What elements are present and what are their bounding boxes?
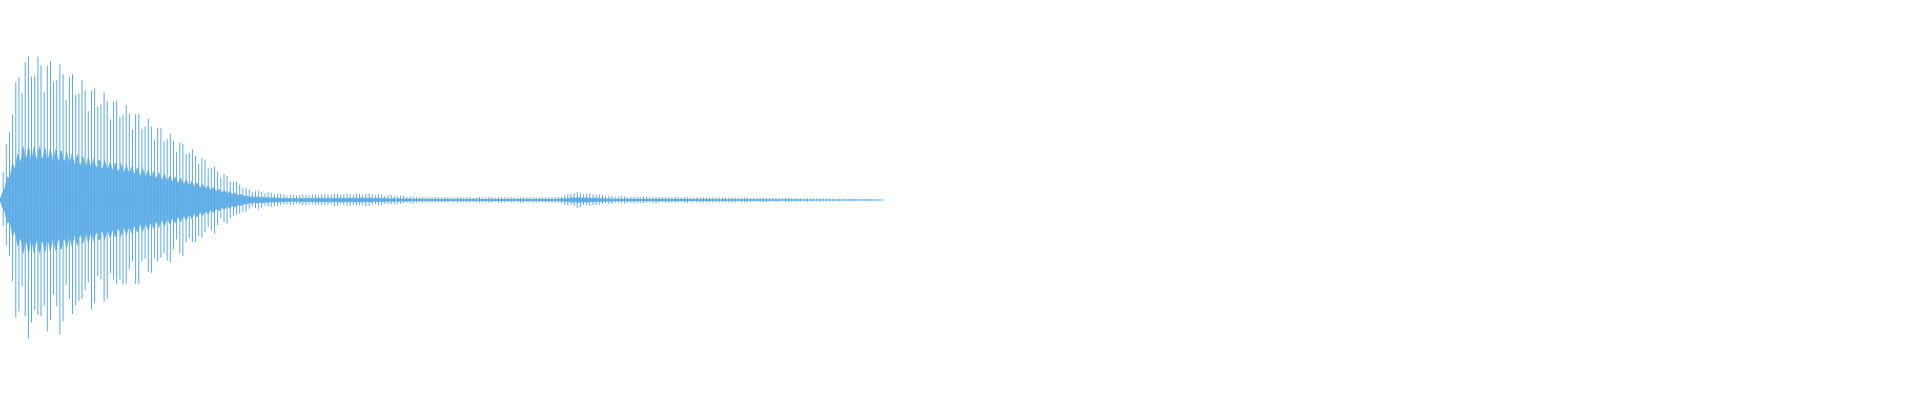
audio-waveform — [0, 56, 884, 339]
waveform-panel — [0, 56, 884, 339]
